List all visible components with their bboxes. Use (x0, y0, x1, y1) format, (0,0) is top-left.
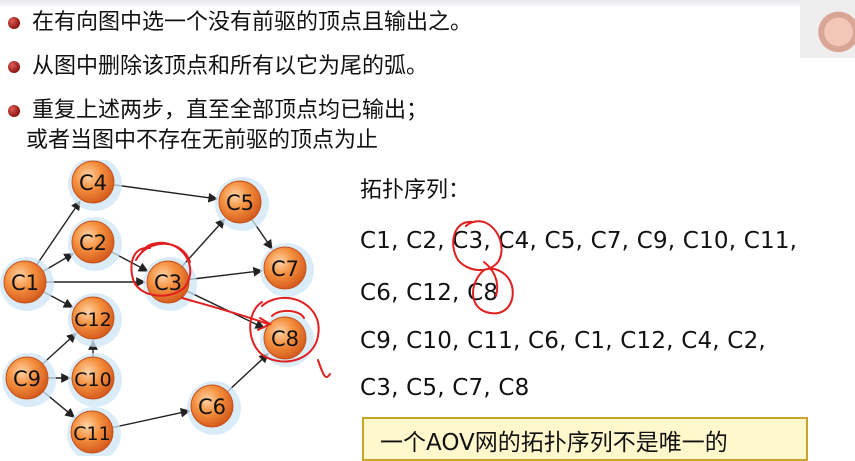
bullet-dot-icon (8, 105, 20, 117)
presenter-video-thumbnail (800, 0, 855, 58)
edge-c4-c5 (113, 184, 219, 203)
edge-c3-c5 (181, 218, 226, 267)
bullet-text: 在有向图中选一个没有前驱的顶点且输出之。 (32, 10, 473, 35)
node-label: C6 (198, 395, 226, 419)
bullet-dot-icon (8, 61, 20, 73)
node-circle (71, 160, 115, 204)
edge-c1-c4 (36, 200, 81, 266)
edge-c9-c12 (42, 332, 77, 365)
sequence-title: 拓扑序列： (360, 178, 471, 203)
node-c5: C5 (215, 177, 269, 231)
node-circle (71, 220, 115, 264)
bullet-text-continued: 或者当图中不存在无前驱的顶点为止 (26, 128, 379, 153)
node-label: C1 (11, 271, 39, 295)
node-circle (263, 246, 307, 290)
edge-c6-c8 (226, 353, 269, 393)
node-c2: C2 (68, 217, 122, 271)
node-circle (71, 296, 115, 340)
node-c6: C6 (187, 381, 241, 435)
node-label: C10 (74, 369, 111, 391)
sequence-line: C6, C12, C8 (360, 280, 499, 306)
node-c3: C3 (143, 257, 197, 311)
edge-c3-c8 (186, 290, 266, 329)
node-label: C3 (154, 271, 182, 295)
slide-top-bar (0, 0, 800, 6)
node-label: C11 (73, 423, 110, 445)
bullet-text: 重复上述两步，直至全部顶点均已输出； (32, 98, 429, 123)
node-circle (3, 260, 47, 304)
node-label: C5 (226, 191, 254, 215)
node-label: C2 (79, 231, 107, 255)
node-label: C7 (271, 257, 299, 281)
node-c11: C11 (67, 407, 121, 456)
node-circle (70, 410, 114, 454)
node-c10: C10 (68, 353, 122, 407)
node-c8: C8 (260, 313, 314, 367)
node-label: C8 (271, 327, 299, 351)
note-box: 一个AOV网的拓扑序列不是唯一的 (362, 417, 808, 461)
bullet-dot-icon (8, 17, 20, 29)
bullet-text: 从图中删除该顶点和所有以它为尾的弧。 (32, 54, 429, 79)
node-circle (5, 356, 49, 400)
note-text: 一个AOV网的拓扑序列不是唯一的 (380, 430, 728, 456)
node-c1: C1 (0, 257, 54, 311)
sequence-line: C1, C2, C3, C4, C5, C7, C9, C10, C11, (360, 228, 798, 254)
node-circle (190, 384, 234, 428)
node-label: C12 (74, 309, 111, 331)
sequence-line: C9, C10, C11, C6, C1, C12, C4, C2, (360, 328, 766, 354)
node-c4: C4 (68, 160, 122, 211)
edge-c3-c7 (188, 266, 264, 281)
node-circle (218, 180, 262, 224)
node-circle (71, 356, 115, 400)
node-c12: C12 (68, 293, 122, 347)
node-c7: C7 (260, 243, 314, 297)
sequence-line: C3, C5, C7, C8 (360, 375, 530, 401)
node-c9: C9 (2, 353, 56, 407)
node-label: C4 (79, 171, 107, 195)
edge-c11-c6 (112, 407, 191, 429)
node-label: C9 (13, 367, 41, 391)
